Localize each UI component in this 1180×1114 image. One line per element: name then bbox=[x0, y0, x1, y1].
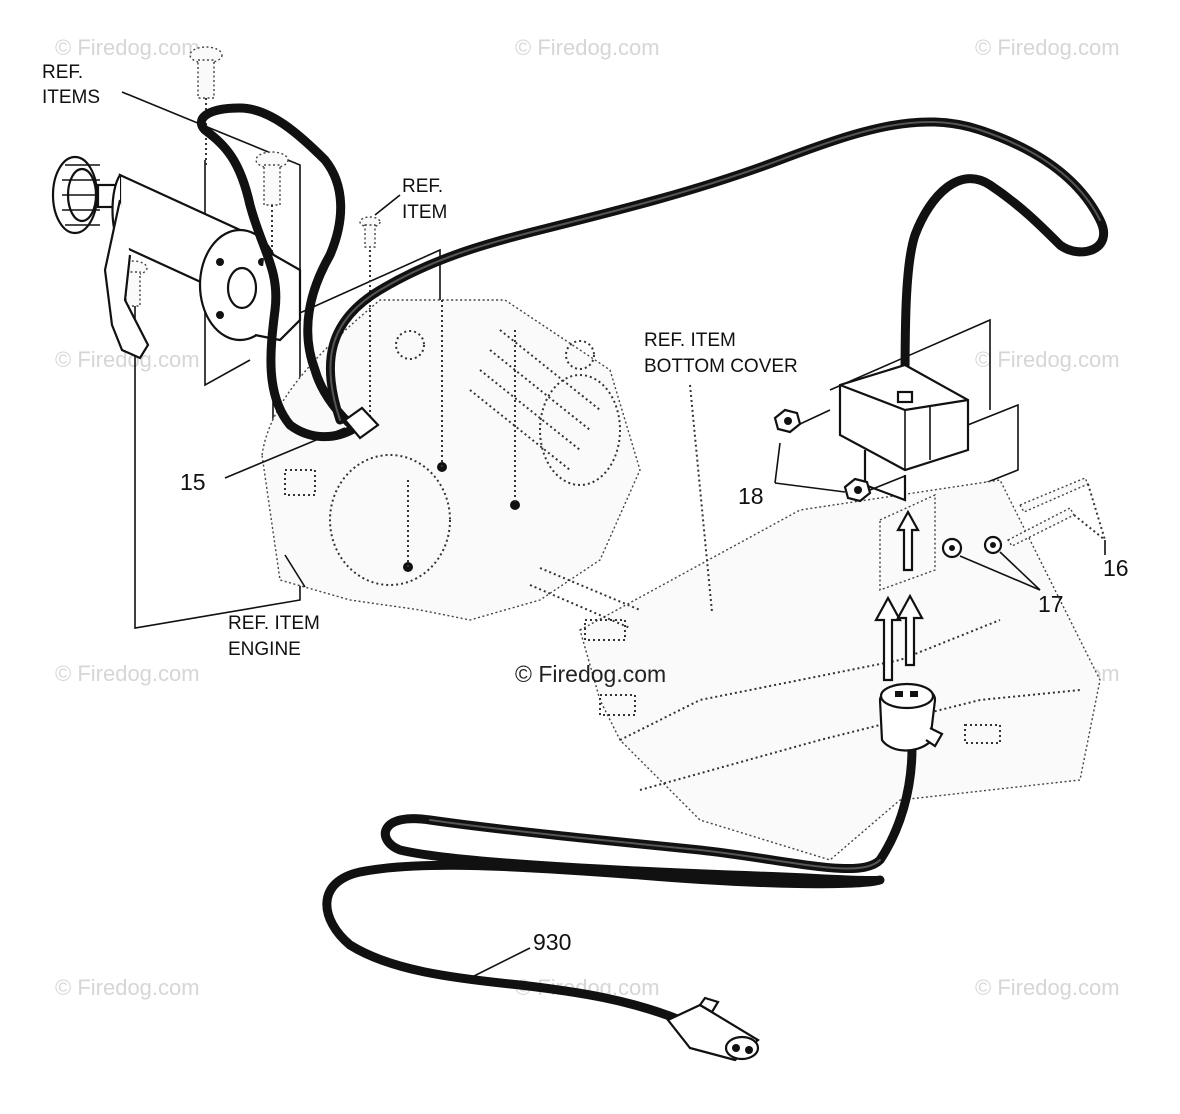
connector-tab bbox=[925, 727, 944, 748]
engine-boss bbox=[395, 330, 425, 360]
leader-18b bbox=[774, 482, 846, 493]
leader-lines bbox=[224, 194, 1106, 979]
watermark: © Firedog.com bbox=[975, 347, 1120, 372]
bottom-cover-ghost bbox=[529, 384, 1101, 861]
ignition-box bbox=[838, 363, 970, 502]
cover-shaft bbox=[529, 584, 631, 629]
leader-ref-item bbox=[374, 194, 401, 216]
screws bbox=[118, 46, 381, 307]
box-port bbox=[896, 390, 914, 404]
label-ref-items-2: ITEMS bbox=[42, 87, 100, 108]
cover-tab bbox=[964, 724, 1001, 744]
leader-17b bbox=[999, 551, 1041, 591]
engine-boss bbox=[565, 340, 595, 370]
label-engine-2: ENGINE bbox=[228, 639, 301, 660]
part-number-17: 17 bbox=[1038, 591, 1064, 617]
engine-flywheel bbox=[329, 454, 451, 586]
label-ref-item-2: ITEM bbox=[402, 202, 447, 223]
screw-long bbox=[1018, 477, 1089, 513]
engine-ghost bbox=[261, 225, 641, 621]
screw-middle bbox=[255, 151, 289, 255]
watermark: © Firedog.com bbox=[55, 975, 200, 1000]
starter-motor bbox=[51, 155, 302, 360]
cover-leader bbox=[689, 384, 713, 613]
watermark: © Firedog.com bbox=[515, 35, 660, 60]
starter-wire bbox=[196, 103, 360, 433]
nuts-18 bbox=[773, 408, 906, 503]
cover-tab bbox=[584, 619, 626, 641]
watermark-center: © Firedog.com bbox=[515, 661, 666, 687]
engine-fin bbox=[499, 329, 601, 411]
power-plug bbox=[666, 996, 760, 1062]
mount-hole bbox=[510, 500, 520, 510]
up-arrow bbox=[874, 595, 902, 682]
leader-930 bbox=[469, 947, 531, 979]
cover-shaft bbox=[539, 567, 641, 611]
watermark: © Firedog.com bbox=[55, 35, 200, 60]
leader-18a bbox=[774, 442, 781, 484]
leader-engine bbox=[284, 554, 306, 588]
up-arrow bbox=[896, 509, 920, 572]
engine-fin bbox=[479, 369, 581, 451]
watermark: © Firedog.com bbox=[975, 975, 1120, 1000]
cord-clip bbox=[343, 406, 380, 440]
cords bbox=[196, 103, 1109, 1025]
clip-15 bbox=[343, 406, 380, 440]
starter-flange-center bbox=[226, 266, 258, 310]
bottom-cover-ridge bbox=[619, 619, 1001, 741]
plane-left-outer bbox=[121, 91, 301, 629]
screw-small bbox=[359, 216, 381, 248]
watermark: © Firedog.com bbox=[975, 35, 1120, 60]
starter-arm bbox=[103, 199, 150, 360]
cord-connector bbox=[878, 682, 944, 752]
label-bottom-cover-1: REF. ITEM bbox=[644, 330, 736, 351]
plug-face bbox=[724, 1035, 760, 1061]
watermark: © Firedog.com bbox=[55, 661, 200, 686]
plug-tab bbox=[698, 996, 720, 1014]
labels: REF. ITEMS REF. ITEM REF. ITEM BOTTOM CO… bbox=[42, 62, 1129, 955]
engine-fin bbox=[469, 389, 571, 471]
plane-ignition bbox=[829, 318, 991, 410]
leader-17a bbox=[959, 555, 1041, 591]
part-number-18: 18 bbox=[738, 483, 764, 509]
cover-tab bbox=[599, 694, 636, 716]
box-body bbox=[838, 363, 970, 472]
part-number-15: 15 bbox=[180, 469, 206, 495]
label-ref-items-1: REF. bbox=[42, 62, 83, 83]
up-arrow bbox=[896, 593, 924, 667]
plane-mid bbox=[272, 248, 441, 326]
connector-face bbox=[879, 682, 935, 710]
engine-body bbox=[261, 299, 641, 621]
part-number-16: 16 bbox=[1103, 555, 1129, 581]
part-number-930: 930 bbox=[533, 929, 571, 955]
starter-wire-loop bbox=[200, 125, 360, 442]
label-ref-item-1: REF. bbox=[402, 176, 443, 197]
bottom-cover-ridge bbox=[639, 689, 1081, 791]
engine-port bbox=[284, 469, 316, 496]
leader-15 bbox=[224, 427, 346, 479]
engine-fin bbox=[489, 349, 591, 431]
engine-cylinder bbox=[539, 374, 621, 486]
screw-top bbox=[189, 46, 223, 165]
label-engine-1: REF. ITEM bbox=[228, 613, 320, 634]
bottom-cover-body bbox=[579, 479, 1101, 861]
label-bottom-cover-2: BOTTOM COVER bbox=[644, 356, 798, 377]
assembly-arrows bbox=[874, 509, 924, 682]
